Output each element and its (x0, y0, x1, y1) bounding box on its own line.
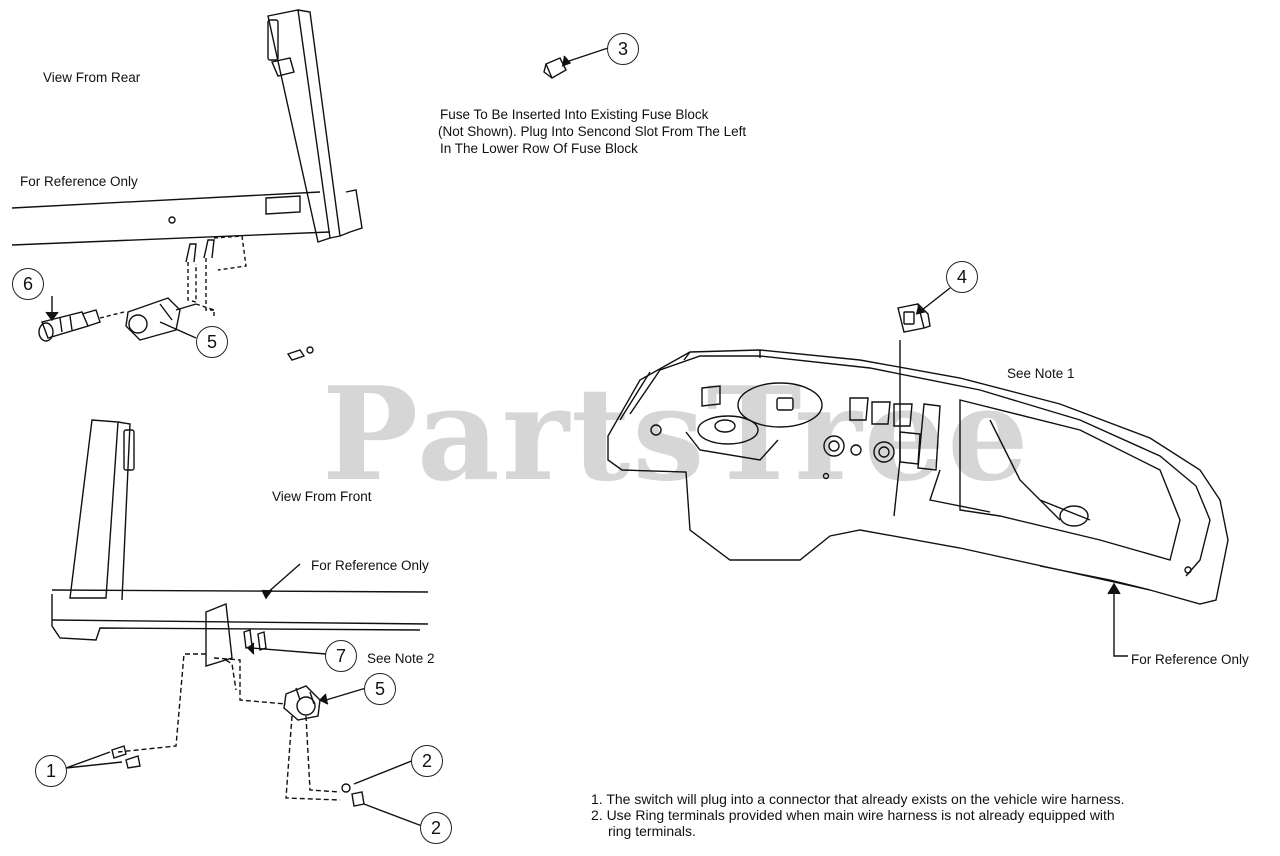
loose-hardware-rear (286, 346, 314, 361)
note-2: 2. Use Ring terminals provided when main… (591, 807, 1115, 823)
reference-only-dash-label: For Reference Only (1131, 652, 1249, 667)
see-note-2-label: See Note 2 (367, 651, 435, 666)
callout-5-rear: 5 (196, 326, 228, 358)
leader-2b (363, 803, 423, 827)
fuse-note-line-1: Fuse To Be Inserted Into Existing Fuse B… (440, 107, 709, 122)
leader-5a (159, 321, 197, 339)
front-frame-drawing (51, 419, 429, 667)
reference-only-rear-label: For Reference Only (20, 174, 138, 189)
leader-2a (353, 759, 415, 785)
leader-7 (251, 647, 327, 655)
rear-component-5 (99, 297, 197, 341)
leader-ref-dash (1113, 586, 1128, 657)
view-from-rear-label: View From Rear (43, 70, 141, 85)
rear-component-6 (38, 309, 101, 342)
see-note-1-label: See Note 1 (1007, 366, 1075, 381)
fuse-component-3 (543, 57, 567, 79)
front-wiring-dashed (117, 653, 341, 801)
callout-4: 4 (946, 261, 978, 293)
fuse-note-line-2: (Not Shown). Plug Into Sencond Slot From… (438, 124, 747, 139)
note-1: 1. The switch will plug into a connector… (591, 791, 1125, 807)
leader-1 (65, 751, 123, 769)
front-component-1 (111, 745, 141, 769)
leader-5b (325, 687, 367, 701)
leader-ref-front (265, 563, 301, 595)
installation-notes: 1. The switch will plug into a connector… (591, 791, 1125, 839)
callout-7: 7 (325, 640, 357, 672)
dash-panel-drawing (607, 349, 1229, 605)
callout-2-upper: 2 (411, 745, 443, 777)
watermark: PartsTree (322, 360, 1031, 510)
note-2-continued: ring terminals. (608, 823, 696, 839)
callout-2-lower: 2 (420, 812, 452, 844)
leader-3 (565, 47, 609, 63)
callout-5-front: 5 (364, 673, 396, 705)
view-from-front-label: View From Front (272, 489, 372, 504)
front-component-5 (283, 685, 321, 721)
callout-3: 3 (607, 33, 639, 65)
fuse-note-line-3: In The Lower Row Of Fuse Block (440, 141, 638, 156)
rear-frame-drawing (11, 9, 363, 318)
leader-4 (921, 287, 951, 311)
callout-1: 1 (35, 755, 67, 787)
callout-6: 6 (12, 268, 44, 300)
reference-only-front-label: For Reference Only (311, 558, 429, 573)
leader-dash-install (893, 340, 901, 517)
